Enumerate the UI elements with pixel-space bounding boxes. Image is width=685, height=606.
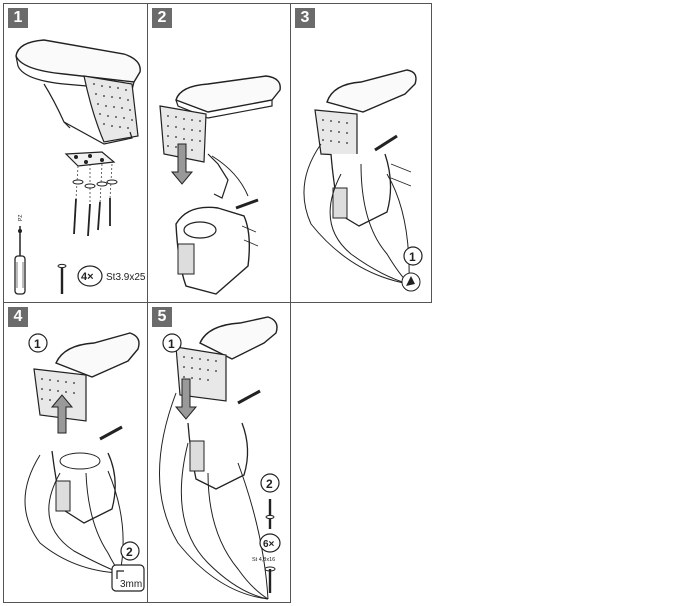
quantity-badge: 6×	[259, 533, 281, 553]
svg-text:4×: 4×	[81, 271, 94, 283]
step-5-panel: 5 1 2 6×	[147, 302, 291, 603]
quantity-badge: 4×	[77, 265, 103, 287]
callout-badge-1: 1	[162, 333, 182, 353]
step-number: 5	[152, 307, 172, 327]
arrow-up-icon	[50, 394, 74, 434]
screw-spec-label: St3.9x25	[106, 272, 146, 283]
screw-spec-label: St 4,8x16	[252, 557, 275, 563]
screw-icon	[57, 263, 67, 294]
screwdriver-icon	[14, 226, 26, 295]
screw-icon	[264, 566, 276, 593]
step-number: 4	[8, 307, 28, 327]
armrest-lid-lift-illustration: 1 2 3mm	[24, 332, 145, 592]
callout-badge: 1	[403, 246, 423, 266]
arrow-down-icon	[174, 378, 198, 420]
step-2-panel: 2	[147, 3, 291, 303]
step-4-panel: 4 1 2 3mm	[3, 302, 148, 603]
step-number: 1	[8, 8, 28, 28]
callout-badge-2: 2	[260, 473, 280, 493]
svg-text:2: 2	[266, 477, 273, 491]
armrest-exploded-illustration: PZ 4× St3.9x25	[14, 39, 146, 295]
arrow-down-icon	[170, 143, 194, 185]
screw-icon	[265, 499, 275, 529]
svg-text:1: 1	[168, 337, 175, 351]
fastener-icon	[401, 272, 421, 292]
step-3-panel: 3 1	[290, 3, 432, 303]
svg-text:1: 1	[409, 250, 416, 264]
step-1-panel: 1	[3, 3, 148, 303]
callout-badge-2: 2	[120, 541, 140, 561]
callout-badge-1: 1	[28, 333, 48, 353]
screwdriver-bit-label: PZ	[18, 215, 24, 221]
armrest-hinge-illustration: 1	[303, 69, 423, 292]
drill-icon	[111, 564, 145, 592]
armrest-lid-reinstall-illustration: 1 2 6× St 4,8x16	[159, 316, 281, 600]
step-number: 2	[152, 8, 172, 28]
svg-text:6×: 6×	[263, 539, 275, 550]
step-number: 3	[295, 8, 315, 28]
svg-text:2: 2	[126, 545, 133, 559]
drill-size-label: 3mm	[120, 579, 142, 590]
armrest-lid-removal-illustration	[159, 75, 281, 295]
svg-text:1: 1	[34, 337, 41, 351]
